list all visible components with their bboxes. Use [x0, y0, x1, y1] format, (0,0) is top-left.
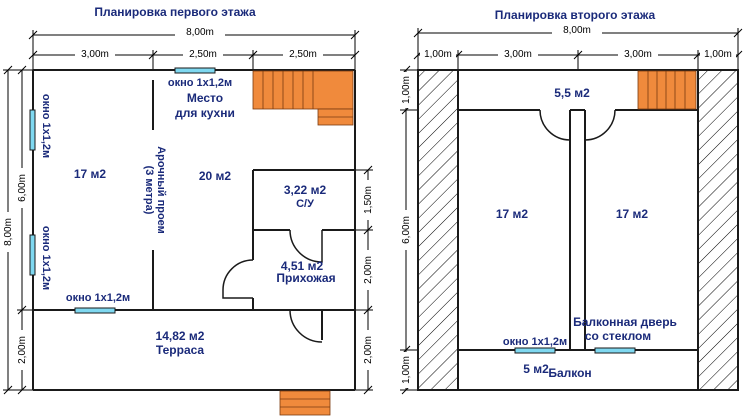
floor1-window-bottom-label: окно 1х1,2м — [66, 292, 130, 304]
floor2-dim-total: 8,00m — [563, 25, 591, 36]
floor2-dim-d: 1,00m — [704, 49, 732, 60]
floor2-window-label: окно 1х1,2м — [503, 336, 567, 348]
floor1-windows — [29, 67, 216, 314]
floor1-dim-c: 2,50m — [289, 49, 317, 60]
floor2-roof-slope-right — [697, 69, 739, 391]
floor2-hall-area: 5,5 м2 — [554, 86, 590, 100]
floor1-dim-a: 3,00m — [81, 49, 109, 60]
floor1-kitchen-label-1: Место — [187, 91, 223, 105]
floor2-dim-left-3: 1,00m — [401, 356, 412, 384]
floor1-plan: Планировка первого этажа 8,00m 3,00m 2,5… — [2, 5, 374, 416]
floor2-dim-a: 1,00m — [424, 49, 452, 60]
floor1-dim-right-2: 2,00m — [363, 256, 374, 284]
floor2-room-right-area: 17 м2 — [616, 207, 649, 221]
floor1-area-mid: 20 м2 — [199, 169, 232, 183]
floor1-terrace-name: Терраса — [156, 343, 205, 357]
floor2-stairs — [637, 70, 697, 110]
floor1-dim-left-upper: 6,00m — [17, 174, 28, 202]
floor2-doors — [539, 109, 616, 141]
floor1-hall-name: Прихожая — [276, 271, 335, 285]
floor2-balcony-door-label-1: Балконная дверь — [573, 315, 677, 329]
floor1-kitchen-label-2: для кухни — [175, 106, 235, 120]
floor1-dim-right-3: 2,00m — [363, 336, 374, 364]
floor1-arch-label-2: (3 метра) — [143, 166, 155, 215]
floor2-dim-left-2: 6,00m — [401, 216, 412, 244]
floor1-terrace-area: 14,82 м2 — [156, 329, 205, 343]
floor1-window-left-label-1: окно 1х1,2м — [40, 94, 52, 158]
floor1-window-top-label: окно 1х1,2м — [168, 77, 232, 89]
floor2-balcony-area: 5 м2 — [523, 362, 549, 376]
floor2-dim-left-1: 1,00m — [401, 76, 412, 104]
floor2-roof-slope-left — [417, 69, 459, 391]
floor1-dim-right-1: 1,50m — [363, 186, 374, 214]
floor1-hall-area: 4,51 м2 — [281, 259, 324, 273]
floor2-dim-b: 3,00m — [504, 49, 532, 60]
floor1-stairs — [252, 70, 354, 416]
floor1-dim-total: 8,00m — [186, 27, 214, 38]
floor1-dim-left-lower: 2,00m — [17, 336, 28, 364]
floor2-title: Планировка второго этажа — [495, 8, 656, 22]
floor1-doors — [222, 229, 323, 343]
floor1-arch-label-1: Арочный проем — [155, 146, 167, 234]
floor1-dim-left-total: 8,00m — [3, 218, 14, 246]
floor2-walls — [418, 69, 738, 391]
floor2-balcony-name: Балкон — [548, 366, 591, 380]
floor1-window-left-label-2: окно 1х1,2м — [40, 226, 52, 290]
floor1-wc-name: С/У — [296, 198, 314, 210]
floor2-plan: Планировка второго этажа 8,00m 1,00m 3,0… — [400, 8, 743, 395]
floor2-room-left-area: 17 м2 — [496, 207, 529, 221]
floor1-dim-b: 2,50m — [189, 49, 217, 60]
floor1-wc-area: 3,22 м2 — [284, 183, 327, 197]
floor2-balcony-door-label-2: со стеклом — [585, 329, 651, 343]
floor1-title: Планировка первого этажа — [94, 5, 256, 19]
floor1-area-left: 17 м2 — [74, 167, 107, 181]
floor2-windows — [514, 347, 636, 354]
floor2-dim-c: 3,00m — [624, 49, 652, 60]
